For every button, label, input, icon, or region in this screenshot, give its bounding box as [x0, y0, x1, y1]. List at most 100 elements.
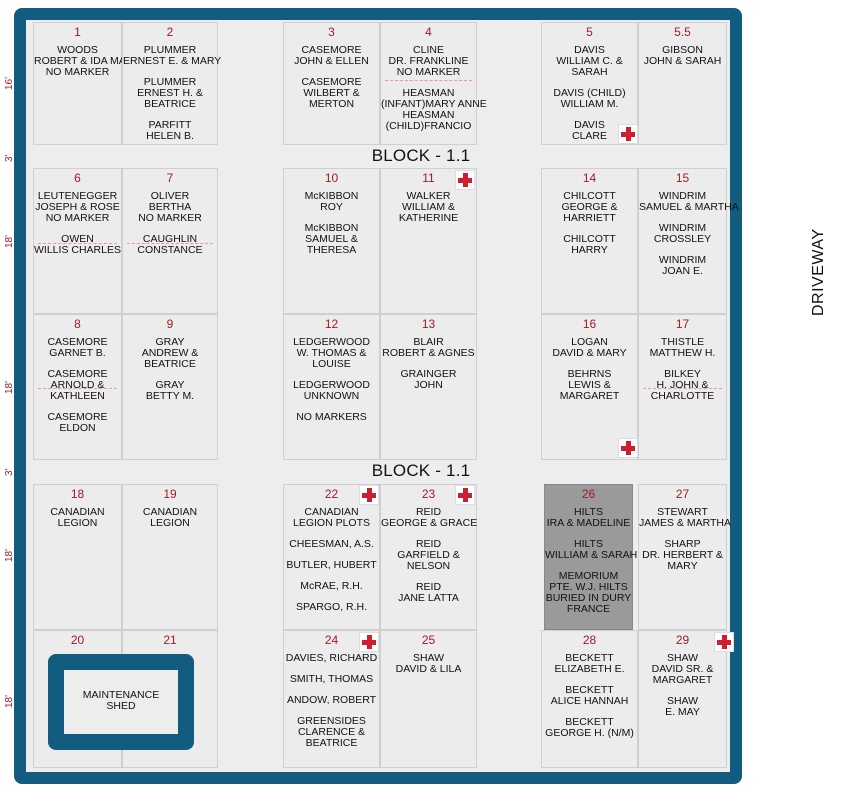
burial-name-line: ALICE HANNAH	[550, 695, 629, 707]
burial-name-line: WILBERT &	[303, 87, 360, 99]
burial-name-line: ANDREW &	[141, 347, 199, 359]
burial-entry: NO MARKERS	[284, 412, 379, 423]
burial-name-line: BECKETT	[565, 684, 614, 696]
burial-name-line: BEHRNS	[567, 368, 612, 380]
burial-name-line: CHEESMAN, A.S.	[289, 538, 374, 550]
burial-entry: CHEESMAN, A.S.	[284, 539, 379, 550]
burial-name-line: WINDRIM	[658, 190, 707, 202]
burial-name-line: GEORGE H. (N/M)	[545, 727, 634, 739]
burial-name-line: JOAN E.	[662, 265, 703, 277]
lot-number: 7	[166, 171, 174, 185]
lot-number: 9	[166, 317, 174, 331]
lot-number: 24	[324, 633, 339, 647]
dim-row3: 18'	[4, 380, 15, 394]
burial-name-line: MARGARET	[559, 390, 620, 402]
burial-name-line: GREENSIDES	[297, 715, 366, 727]
lot-number: 29	[675, 633, 690, 647]
lot-number: 3	[328, 25, 335, 39]
burial-name-line: JANE LATTA	[398, 592, 459, 604]
burial-name-line: THISTLE	[660, 336, 705, 348]
burial-name-line: ANDOW, ROBERT	[286, 694, 377, 706]
lot-number: 12	[324, 317, 339, 331]
burial-name-line: NO MARKER	[138, 212, 202, 224]
burial-name-line: SMITH, THOMAS	[289, 673, 374, 685]
burial-name-line: H. JOHN &	[656, 379, 709, 391]
burial-name-line: OLIVER	[150, 190, 190, 202]
burial-name-line: DAVIS	[574, 44, 605, 56]
burial-name-line: SAMUEL &	[305, 233, 358, 245]
burial-name-line: PARFITT	[148, 119, 192, 131]
lot-number: 17	[675, 317, 690, 331]
burial-name-line: JOSEPH & ROSE	[35, 201, 120, 213]
burial-entry: DAVIES, RICHARD	[284, 653, 379, 664]
burial-name-line: LEDGERWOOD	[293, 336, 370, 348]
burial-name-line: UNKNOWN	[303, 390, 360, 402]
burial-name-line: JOHN	[414, 379, 443, 391]
burial-name-line: SPARGO, R.H.	[296, 601, 367, 613]
burial-name-line: PLUMMER	[143, 44, 197, 56]
burial-name-line: JOHN & ELLEN	[294, 55, 369, 67]
burial-name-line: CHILCOTT	[563, 233, 616, 245]
red-cross-marker-icon	[714, 632, 734, 652]
red-cross-marker-icon	[359, 485, 379, 505]
burial-name-line: LEGION	[150, 517, 190, 529]
burial-name-line: ELIZABETH E.	[554, 663, 625, 675]
burial-name-line: CROSSLEY	[653, 233, 712, 245]
burial-name-line: SHAW	[412, 652, 445, 664]
plot-divider	[38, 388, 117, 389]
burial-name-line: CASEMORE	[47, 411, 108, 423]
burial-name-line: MEMORIUM	[558, 570, 619, 582]
burial-name-line: BERTHA	[148, 201, 192, 213]
burial-name-line: LEDGERWOOD	[293, 379, 370, 391]
burial-name-line: GRAINGER	[400, 368, 457, 380]
burial-name-line: REID	[415, 581, 442, 593]
burial-name-line: SHARP	[664, 538, 701, 550]
burial-name-line: ROY	[320, 201, 343, 213]
burial-entry: McRAE, R.H.	[284, 581, 379, 592]
burial-name-line: (CHILD)FRANCIO	[385, 120, 472, 132]
lot-number: 18	[70, 487, 85, 501]
burial-name-line: NELSON	[406, 560, 451, 572]
burial-name-line: NO MARKER	[396, 66, 461, 78]
burial-name-line: CANADIAN	[50, 506, 105, 518]
burial-name-line: W. THOMAS &	[296, 347, 367, 359]
plot-divider	[643, 388, 722, 389]
burial-name-line: McKIBBON	[304, 222, 359, 234]
